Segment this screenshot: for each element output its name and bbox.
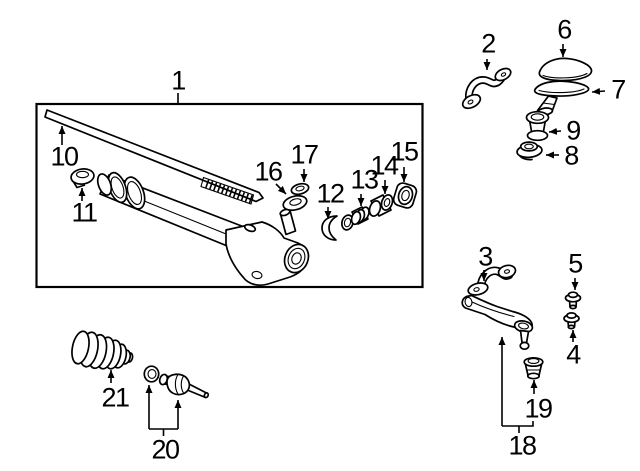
- leader-18-bracket-base: [502, 421, 534, 433]
- callout-17: 17: [290, 139, 319, 170]
- leader-16: [275, 183, 287, 195]
- part-5-bolt: [564, 291, 582, 310]
- leader-7: [591, 87, 606, 95]
- callout-19: 19: [524, 393, 553, 424]
- part-16-washer: [282, 194, 308, 212]
- part-6-cushion-cap: [538, 57, 593, 82]
- part-19-dust-seal: [523, 356, 544, 380]
- callout-8: 8: [564, 140, 579, 171]
- part-20-lock-washer: [143, 365, 160, 383]
- part-21-bellows-boot: [71, 330, 134, 370]
- callout-11: 11: [71, 197, 98, 228]
- callout-9: 9: [566, 115, 581, 146]
- callout-7: 7: [611, 74, 626, 105]
- part-1-gear-housing: [96, 171, 310, 287]
- part-7-cushion-plate: [533, 80, 590, 116]
- callout-1: 1: [171, 65, 186, 96]
- part-2-clamp-bracket: [461, 67, 512, 110]
- part-13-bushing-set: [340, 206, 370, 231]
- part-20-inner-tie-rod: [158, 373, 210, 399]
- part-4-bolt: [563, 312, 580, 330]
- callout-12: 12: [316, 178, 345, 209]
- callout-3: 3: [478, 241, 493, 272]
- part-15-cap: [392, 182, 418, 209]
- callout-14: 14: [370, 150, 399, 181]
- part-9-mount-bushing: [525, 110, 550, 142]
- part-18-tie-rod-end: [461, 294, 534, 351]
- part-11-grommet: [70, 168, 95, 189]
- part-12-rack-guide: [321, 215, 338, 241]
- callout-5: 5: [568, 248, 583, 279]
- callout-4: 4: [566, 339, 581, 370]
- callout-2: 2: [481, 28, 496, 59]
- part-17-washer: [290, 182, 310, 196]
- callout-16: 16: [254, 156, 283, 187]
- leader-9: [548, 127, 562, 135]
- leader-20-base: [149, 428, 178, 436]
- callout-6: 6: [557, 14, 572, 45]
- callout-15: 15: [390, 136, 419, 167]
- part-14-bushing: [368, 194, 394, 217]
- callout-18: 18: [508, 430, 537, 461]
- callout-10: 10: [50, 141, 79, 172]
- part-8-mount-washer: [516, 141, 543, 161]
- callout-20: 20: [151, 434, 180, 465]
- callout-21: 21: [101, 382, 130, 413]
- leader-lines: [58, 44, 606, 436]
- part-10-steering-rack: [44, 109, 264, 205]
- callout-13: 13: [350, 164, 379, 195]
